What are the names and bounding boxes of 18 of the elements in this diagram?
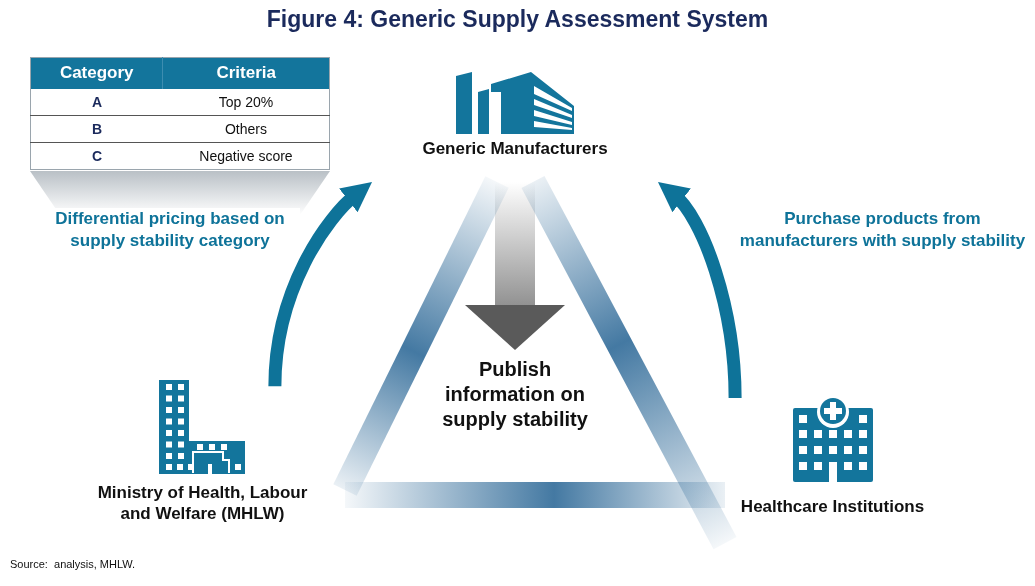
table-cell: A — [30, 89, 163, 116]
table-cell: B — [30, 115, 163, 143]
node-label: Ministry of Health, Labour and Welfare (MHLW) — [96, 482, 309, 525]
node-label: Healthcare Institutions — [740, 496, 925, 518]
band-connector — [345, 482, 725, 509]
source-note: Source: analysis, MHLW. — [10, 558, 136, 570]
node-label: Generic Manufacturers — [422, 138, 608, 160]
table-cell: Negative score — [162, 142, 330, 170]
node-label: Publish information on supply stability — [441, 356, 589, 432]
curved-arrow — [659, 180, 742, 399]
figure-title: Figure 4: Generic Supply Assessment System — [265, 6, 770, 33]
table-cell: Others — [162, 115, 330, 143]
column-header: Category — [30, 57, 163, 89]
band-connector — [521, 175, 737, 550]
table-cell: C — [30, 142, 163, 170]
column-header: Criteria — [162, 57, 330, 89]
table-cell: Top 20% — [162, 89, 330, 116]
curved-arrow — [268, 181, 372, 387]
